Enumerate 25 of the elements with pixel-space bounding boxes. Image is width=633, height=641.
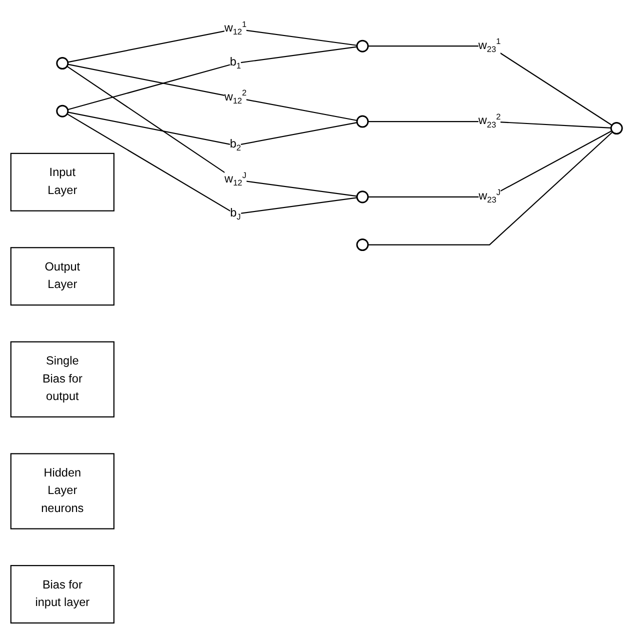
node-circle — [610, 122, 623, 134]
connector — [68, 111, 358, 146]
connector — [68, 63, 358, 121]
node-box: Bias for input layer — [10, 564, 114, 624]
node-circle — [356, 39, 369, 52]
node-circle — [356, 238, 369, 251]
edge-label: b$_{J}$ — [230, 206, 241, 222]
connector — [368, 131, 613, 245]
node-circle — [356, 114, 369, 128]
connector — [68, 28, 358, 62]
connector — [368, 130, 612, 198]
connector — [68, 46, 358, 110]
edge-label: b$_{2}$ — [230, 138, 242, 153]
node-box: Input Layer — [10, 152, 114, 211]
connector — [368, 45, 612, 126]
connector — [66, 65, 358, 196]
node-box: Hidden Layer neurons — [10, 452, 114, 529]
node-circle — [356, 190, 369, 203]
connector — [66, 113, 358, 214]
node-circle — [56, 104, 69, 117]
node-circle — [56, 56, 69, 70]
connector — [368, 120, 612, 128]
edge-label: b$_{1}$ — [230, 55, 242, 70]
node-box: Output Layer — [10, 246, 114, 306]
node-box: Single Bias for output — [10, 340, 114, 418]
